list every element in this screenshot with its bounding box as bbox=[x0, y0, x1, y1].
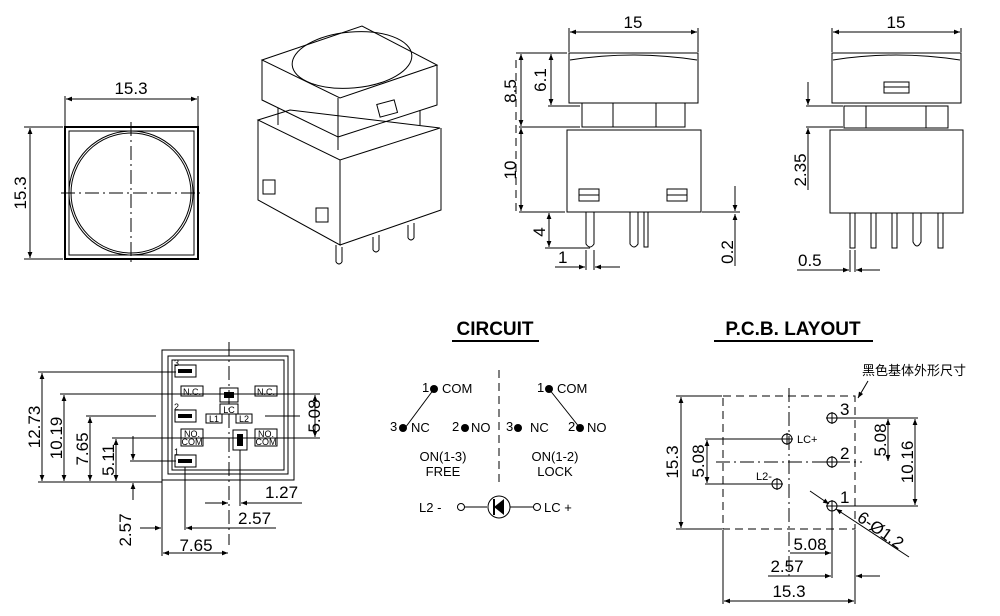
lock-mode: ON(1-2) bbox=[532, 449, 579, 464]
pin-1-label: 1 bbox=[174, 447, 179, 457]
free-nc-num: 3 bbox=[390, 419, 397, 434]
side-pin-thickness-dim: 0.5 bbox=[798, 251, 822, 270]
com-right-label: COM bbox=[256, 437, 277, 447]
lock-nc-num: 3 bbox=[506, 419, 513, 434]
free-switch-arm bbox=[404, 388, 435, 429]
lock-switch-arm bbox=[548, 388, 581, 429]
pcb-hole-spec: 6-Ø1.2 bbox=[854, 508, 907, 553]
lock-com-num: 1 bbox=[537, 380, 544, 395]
l2-minus-hole bbox=[771, 478, 783, 490]
pcb-lc-plus-label: LC+ bbox=[797, 434, 818, 446]
front-pin-length-dim: 4 bbox=[530, 227, 549, 236]
pin-3-label: 3 bbox=[174, 358, 179, 368]
dim-1-27: 1.27 bbox=[265, 483, 298, 502]
iso-button-ellipse bbox=[291, 31, 413, 89]
free-state: FREE bbox=[426, 464, 461, 479]
top-view-width-dim: 15.3 bbox=[114, 79, 147, 98]
nc-left-label: N.C. bbox=[183, 387, 201, 397]
front-cap bbox=[568, 52, 699, 104]
pcb-pin-1-label: 1 bbox=[840, 488, 849, 507]
front-standoff-dim: 0.2 bbox=[718, 240, 737, 264]
dim-5-08-bottom: 5.08 bbox=[305, 399, 324, 432]
nc-right-label: N.C. bbox=[257, 387, 275, 397]
dim-7-65-horizontal: 7.65 bbox=[179, 536, 212, 555]
l2-label: L2 bbox=[239, 414, 249, 424]
pin-2-hole bbox=[826, 456, 838, 468]
front-body-dim: 10 bbox=[501, 161, 520, 180]
l1-label: L1 bbox=[209, 414, 219, 424]
front-view: 15 8.5 6.1 10 4 1 0.2 bbox=[501, 13, 740, 270]
top-view-height-dim: 15.3 bbox=[11, 176, 30, 209]
bottom-view: 3 2 1 N.C. N.C. LC L1 L2 NO. COM NO. COM bbox=[25, 342, 324, 556]
front-body bbox=[566, 129, 702, 213]
com-left-label: COM bbox=[182, 437, 203, 447]
free-com-label: COM bbox=[442, 381, 472, 396]
pin-3-hole bbox=[826, 412, 838, 424]
dim-12-73: 12.73 bbox=[25, 406, 44, 449]
front-pin-width-dim: 1 bbox=[558, 248, 567, 267]
pin-3-pad bbox=[174, 364, 197, 378]
side-gap-dim: 2.35 bbox=[791, 153, 810, 186]
dim-7-65-vertical: 7.65 bbox=[73, 432, 92, 465]
pcb-pin-pitch-dim: 5.08 bbox=[871, 423, 890, 456]
lc-label: LC bbox=[223, 405, 235, 415]
isometric-view bbox=[256, 25, 442, 265]
pcb-title: P.C.B. LAYOUT bbox=[725, 319, 861, 340]
lock-com-label: COM bbox=[557, 381, 587, 396]
circuit-section: CIRCUIT 1 COM 3 NC 2 NO ON(1-3) FREE 1 C… bbox=[390, 319, 607, 519]
pcb-h508-dim: 5.08 bbox=[793, 535, 826, 554]
pcb-l2-minus-label: L2- bbox=[756, 471, 772, 483]
pin-2-pad bbox=[174, 409, 197, 423]
pcb-width-dim: 15.3 bbox=[772, 582, 805, 601]
lock-no-num: 2 bbox=[568, 419, 575, 434]
pcb-h257-dim: 2.57 bbox=[770, 557, 803, 576]
side-width-dim: 15 bbox=[887, 13, 906, 32]
front-cap-dim: 6.1 bbox=[531, 68, 550, 92]
pin-2-label: 2 bbox=[174, 402, 179, 412]
front-total-cap-dim: 8.5 bbox=[501, 79, 520, 103]
free-no-num: 2 bbox=[452, 419, 459, 434]
bottom-outer bbox=[161, 349, 295, 481]
dim-10-19: 10.19 bbox=[47, 417, 66, 460]
dim-2-57-horizontal: 2.57 bbox=[238, 509, 271, 528]
led-negative-label: L2 - bbox=[419, 500, 441, 515]
dim-5-11: 5.11 bbox=[99, 444, 118, 476]
no-right-label: NO. bbox=[258, 429, 274, 439]
free-mode: ON(1-3) bbox=[420, 449, 467, 464]
pcb-pin-2-label: 2 bbox=[840, 444, 849, 463]
lock-nc-label: NC bbox=[530, 420, 549, 435]
pcb-pin-3-label: 3 bbox=[840, 400, 849, 419]
circuit-title: CIRCUIT bbox=[456, 319, 533, 340]
pcb-layout-section: P.C.B. LAYOUT 黑色基体外形尺寸 3 2 1 LC+ L2- 15.… bbox=[663, 319, 966, 604]
no-left-label: NO. bbox=[184, 429, 200, 439]
led-positive-label: LC + bbox=[544, 500, 572, 515]
pin-1-hole bbox=[826, 500, 838, 512]
lc-plus-hole bbox=[781, 433, 793, 445]
side-view: 15 2.35 0.5 bbox=[791, 13, 964, 273]
dim-2-57-vertical: 2.57 bbox=[116, 513, 135, 546]
lock-no-label: NO bbox=[587, 420, 607, 435]
free-nc-label: NC bbox=[411, 420, 430, 435]
lock-state: LOCK bbox=[537, 464, 573, 479]
front-width-dim: 15 bbox=[624, 13, 643, 32]
pcb-height-dim: 15.3 bbox=[663, 445, 682, 478]
top-view: 15.3 15.3 bbox=[11, 79, 200, 262]
pcb-pin-span-dim: 10.16 bbox=[898, 441, 917, 484]
free-no-label: NO bbox=[471, 420, 491, 435]
pcb-led-pitch-dim: 5.08 bbox=[689, 444, 708, 477]
free-com-num: 1 bbox=[422, 380, 429, 395]
pcb-note: 黑色基体外形尺寸 bbox=[862, 363, 966, 379]
